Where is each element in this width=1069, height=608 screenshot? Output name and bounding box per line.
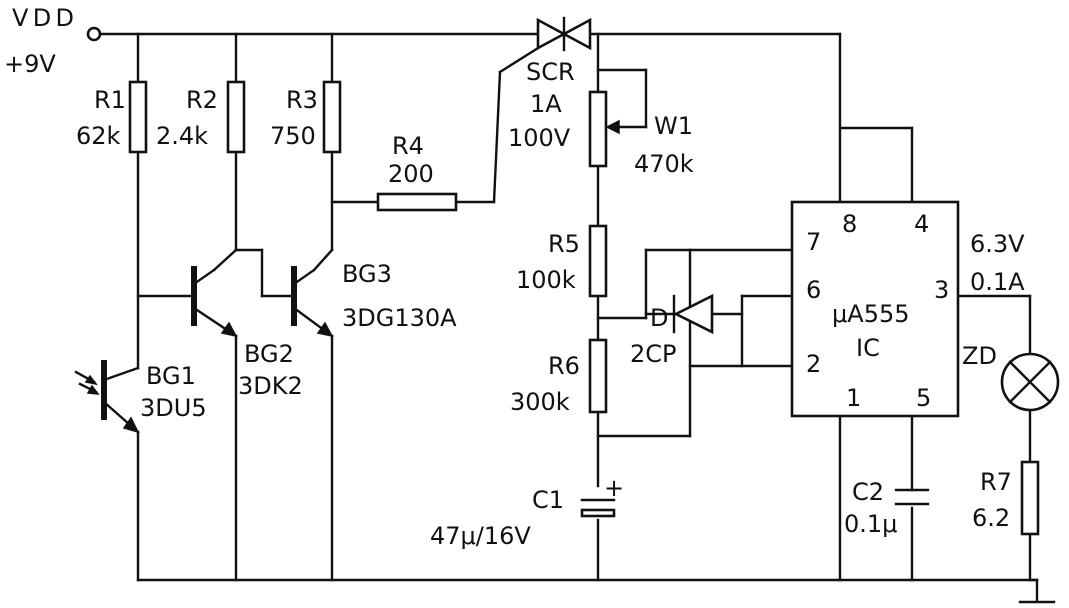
diode-part-label: 2CP xyxy=(630,340,677,368)
transistor-bg1 xyxy=(101,360,140,434)
ic-pin-3-label: 3 xyxy=(934,276,949,304)
supply-name-label: VDD xyxy=(12,4,74,32)
r5-ref-label: R5 xyxy=(548,230,580,258)
ic-pin-4-label: 4 xyxy=(914,210,929,238)
scr-voltage-label: 100V xyxy=(508,124,571,152)
resistor-r1 xyxy=(128,80,148,154)
r7-ref-label: R7 xyxy=(980,468,1012,496)
bg2-part-label: 3DK2 xyxy=(238,372,303,400)
ic-ref-label: IC xyxy=(856,334,880,362)
r2-value-label: 2.4k xyxy=(156,122,208,150)
scr-ref-label: SCR xyxy=(526,58,575,86)
ic-pin-1-label: 1 xyxy=(846,384,861,412)
resistor-r3 xyxy=(322,80,342,154)
supply-value-label: +9V xyxy=(4,50,56,78)
c1-value-label: 47μ/16V xyxy=(430,522,531,550)
c1-ref-label: C1 xyxy=(532,486,564,514)
ic-pin-2-label: 2 xyxy=(806,350,821,378)
light-arrows-icon xyxy=(74,370,100,395)
r3-ref-label: R3 xyxy=(286,86,318,114)
resistor-r6 xyxy=(588,338,608,414)
r3-value-label: 750 xyxy=(270,122,316,150)
bg2-ref-label: BG2 xyxy=(244,340,294,368)
r6-ref-label: R6 xyxy=(548,352,580,380)
resistor-r5 xyxy=(588,224,608,298)
lamp-zd xyxy=(1000,352,1060,412)
wiring xyxy=(98,32,1056,604)
bg3-part-label: 3DG130A xyxy=(342,304,457,332)
lamp-current-label: 0.1A xyxy=(970,268,1025,296)
scr-thyristor xyxy=(536,16,592,52)
ic-pin-6-label: 6 xyxy=(806,276,821,304)
resistor-r4 xyxy=(376,192,458,212)
r1-ref-label: R1 xyxy=(94,86,126,114)
transistor-bg3 xyxy=(291,266,334,338)
diode-ref-label: D xyxy=(650,304,668,332)
lamp-ref-label: ZD xyxy=(962,342,997,370)
supply-terminal xyxy=(86,26,102,42)
r4-value-label: 200 xyxy=(388,160,434,188)
r4-ref-label: R4 xyxy=(392,132,424,160)
transistor-bg2 xyxy=(191,266,238,338)
capacitor-c2 xyxy=(894,488,930,506)
ic-pin-5-label: 5 xyxy=(916,384,931,412)
diode-d xyxy=(664,293,714,335)
r2-ref-label: R2 xyxy=(186,86,218,114)
bg3-ref-label: BG3 xyxy=(342,260,392,288)
r7-value-label: 6.2 xyxy=(972,504,1010,532)
scr-current-label: 1A xyxy=(530,90,562,118)
bg1-ref-label: BG1 xyxy=(146,362,196,390)
r5-value-label: 100k xyxy=(516,266,576,294)
c2-value-label: 0.1μ xyxy=(844,510,897,538)
ic-part-label: μA555 xyxy=(832,300,910,328)
potentiometer-w1 xyxy=(588,90,648,168)
r1-value-label: 62k xyxy=(76,122,121,150)
resistor-r7 xyxy=(1020,460,1040,536)
ic-pin-8-label: 8 xyxy=(842,210,857,238)
lamp-voltage-label: 6.3V xyxy=(970,230,1025,258)
resistor-r2 xyxy=(226,80,246,154)
r6-value-label: 300k xyxy=(510,388,570,416)
ic-555-body xyxy=(790,200,960,418)
bg1-part-label: 3DU5 xyxy=(140,394,207,422)
w1-value-label: 470k xyxy=(634,150,694,178)
ic-pin-7-label: 7 xyxy=(806,228,821,256)
w1-ref-label: W1 xyxy=(654,112,693,140)
c1-polarity-label: + xyxy=(604,474,624,502)
capacitor-c1: + xyxy=(580,474,624,518)
c2-ref-label: C2 xyxy=(852,478,884,506)
